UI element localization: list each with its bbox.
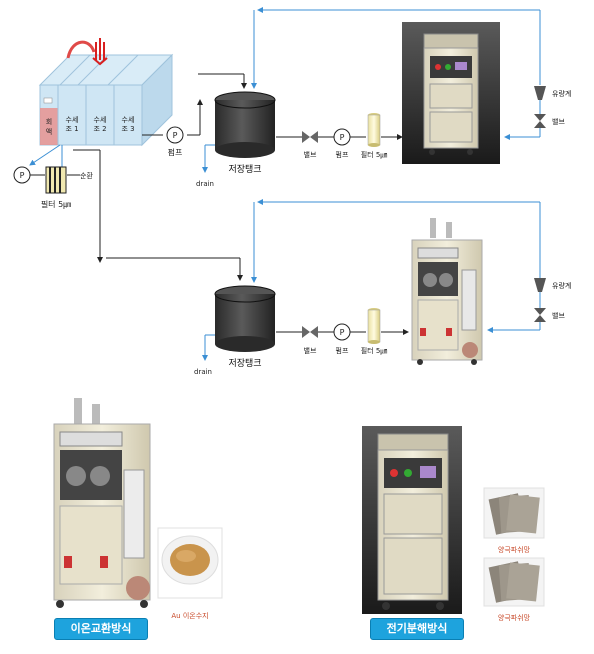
- circulation-label: 순환: [80, 171, 93, 180]
- rinse2-line1: 수세: [94, 115, 107, 124]
- pump-1-label: 펌프: [168, 147, 183, 157]
- valve-4-label: 밸브: [552, 311, 565, 320]
- valve-2-label: 밸브: [552, 117, 565, 126]
- rinse2-line2: 조 2: [93, 125, 106, 133]
- mesh-photo-bottom: [483, 557, 545, 607]
- mesh-bottom-caption: 양극파쉬망: [498, 613, 531, 622]
- workpiece-arrow-icon: [66, 40, 96, 59]
- rinse3-line1: 수세: [122, 115, 135, 124]
- filter-2-label: 필터 5㎛: [361, 346, 388, 356]
- storage-tank-1: [214, 91, 276, 158]
- mesh-photo-top: [483, 487, 545, 539]
- electrolysis-caption: 전기분해방식: [370, 618, 464, 640]
- flowmeter-2-label: 유량계: [552, 281, 571, 290]
- ion-exchange-machine-photo: [53, 398, 151, 608]
- rinse1-line2: 조 1: [65, 125, 78, 133]
- valve-1-label: 밸브: [304, 150, 317, 159]
- svg-text:P: P: [340, 133, 345, 142]
- machine-photo-2: [411, 218, 483, 365]
- valve-1-icon: [302, 131, 318, 143]
- resin-dish-photo: [157, 527, 223, 599]
- flowmeter-2-icon: [534, 278, 546, 292]
- machine-photo-1: [402, 22, 500, 164]
- rinse1-line1: 수세: [66, 115, 79, 124]
- drain-2-label: drain: [194, 368, 212, 376]
- storage-tank-2-label: 저장탱크: [228, 358, 261, 369]
- pump-left: P: [13, 166, 31, 184]
- filter-1-icon: [367, 113, 381, 147]
- flowmeter-1-label: 유량계: [552, 89, 571, 98]
- recovery-label-2: 액: [46, 128, 52, 136]
- valve-2-icon: [534, 114, 546, 128]
- rinse3-line2: 조 3: [121, 125, 134, 133]
- flowmeter-1-icon: [534, 86, 546, 100]
- valve-4-icon: [534, 308, 546, 322]
- svg-text:P: P: [173, 131, 178, 140]
- pump-3-label: 펌프: [336, 346, 349, 355]
- ion-exchange-caption: 이온교환방식: [54, 618, 148, 640]
- drain-1-label: drain: [196, 180, 214, 188]
- electrolysis-machine-photo: [362, 426, 462, 614]
- storage-tank-2: [214, 285, 276, 352]
- filter-cartridge-left-icon: [45, 166, 67, 194]
- valve-3-icon: [302, 326, 318, 338]
- pump-1: P: [166, 126, 184, 144]
- filter-1-label: 필터 5㎛: [361, 150, 388, 160]
- filter-2-icon: [367, 308, 381, 344]
- storage-tank-1-label: 저장탱크: [228, 164, 261, 175]
- svg-text:P: P: [340, 328, 345, 337]
- valve-3-label: 밸브: [304, 346, 317, 355]
- pump-2: P: [333, 128, 351, 146]
- filter-left-label: 필터 5㎛: [41, 199, 71, 210]
- mesh-top-caption: 양극파쉬망: [498, 545, 531, 554]
- rinse-tank-block: 회 액 수세 조 1 수세 조 2 수세 조 3: [38, 38, 174, 147]
- dip-arrows-icon: [95, 38, 105, 60]
- svg-text:P: P: [20, 171, 25, 180]
- recovery-label-1: 회: [46, 118, 52, 126]
- resin-caption: Au 이온수지: [171, 611, 208, 620]
- pump-3: P: [333, 323, 351, 341]
- pump-2-label: 펌프: [336, 150, 349, 159]
